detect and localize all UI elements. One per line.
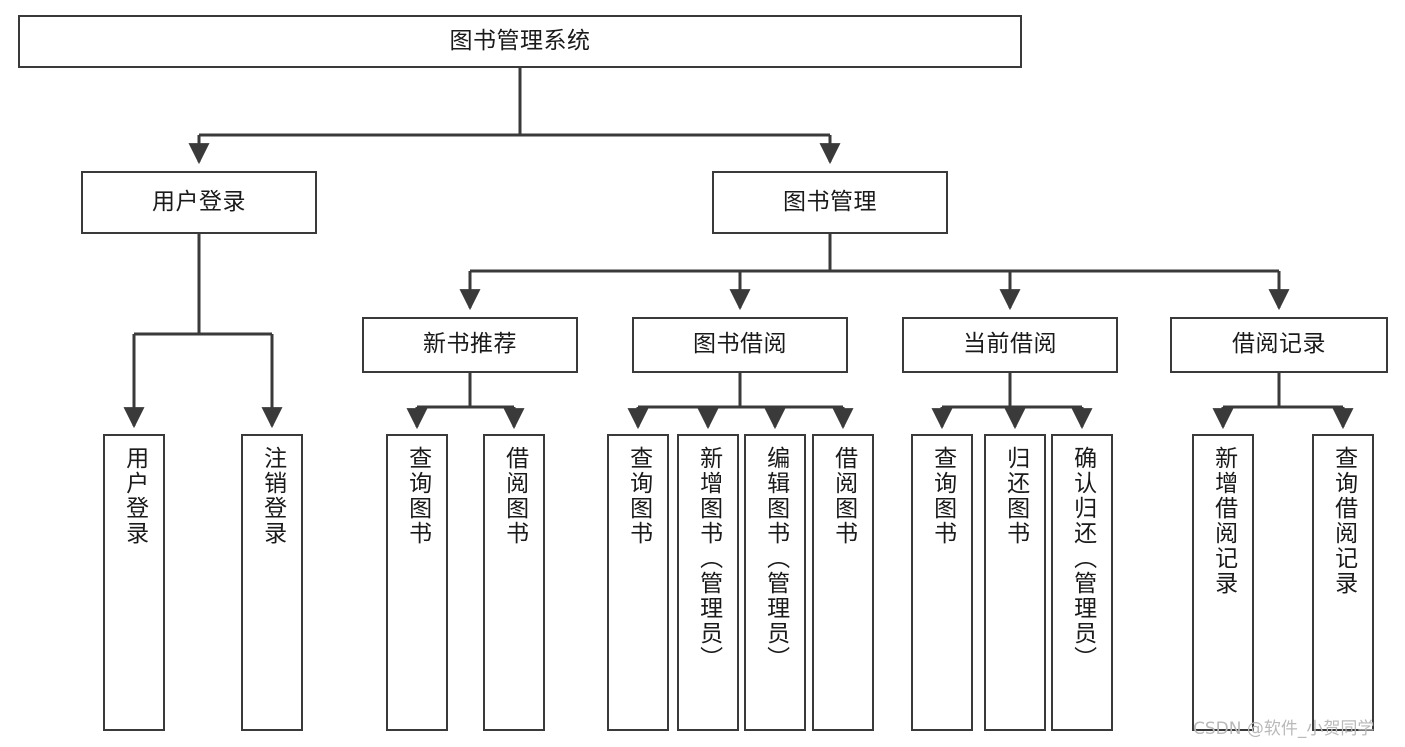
leaf-confirm-return-admin-label: 确认归还（管理员） (1069, 446, 1096, 671)
leaf-add-borrow-record[interactable]: 新增借阅记录 (1192, 434, 1254, 731)
node-borrow-record[interactable]: 借阅记录 (1170, 317, 1388, 373)
leaf-query-book-current[interactable]: 查询图书 (911, 434, 973, 731)
leaf-borrow-book-recommend[interactable]: 借阅图书 (483, 434, 545, 731)
node-current-borrow-label: 当前借阅 (963, 331, 1057, 358)
node-user-login-label: 用户登录 (152, 188, 246, 215)
leaf-user-login-label: 用户登录 (121, 446, 148, 546)
node-new-book-recommend[interactable]: 新书推荐 (362, 317, 578, 373)
watermark-text: CSDN @软件_小贺同学 (1193, 719, 1375, 739)
node-new-book-recommend-label: 新书推荐 (423, 331, 517, 358)
node-book-borrow[interactable]: 图书借阅 (632, 317, 848, 373)
leaf-query-book-current-label: 查询图书 (929, 446, 956, 546)
leaf-query-book-recommend[interactable]: 查询图书 (386, 434, 448, 731)
leaf-logout-login-label: 注销登录 (259, 446, 286, 546)
leaf-query-book-borrow[interactable]: 查询图书 (607, 434, 669, 731)
leaf-return-book[interactable]: 归还图书 (984, 434, 1046, 731)
leaf-edit-book-admin-label: 编辑图书（管理员） (762, 446, 789, 671)
leaf-query-book-recommend-label: 查询图书 (404, 446, 431, 546)
leaf-return-book-label: 归还图书 (1002, 446, 1029, 546)
leaf-query-borrow-record[interactable]: 查询借阅记录 (1312, 434, 1374, 731)
leaf-logout-login[interactable]: 注销登录 (241, 434, 303, 731)
leaf-borrow-book-label: 借阅图书 (830, 446, 857, 546)
leaf-edit-book-admin[interactable]: 编辑图书（管理员） (744, 434, 806, 731)
node-root[interactable]: 图书管理系统 (18, 15, 1022, 68)
leaf-query-book-borrow-label: 查询图书 (625, 446, 652, 546)
leaf-borrow-book[interactable]: 借阅图书 (812, 434, 874, 731)
leaf-add-book-admin-label: 新增图书（管理员） (695, 446, 722, 671)
node-current-borrow[interactable]: 当前借阅 (902, 317, 1118, 373)
node-book-borrow-label: 图书借阅 (693, 331, 787, 358)
leaf-add-book-admin[interactable]: 新增图书（管理员） (677, 434, 739, 731)
leaf-borrow-book-recommend-label: 借阅图书 (501, 446, 528, 546)
node-borrow-record-label: 借阅记录 (1232, 331, 1326, 358)
leaf-user-login[interactable]: 用户登录 (103, 434, 165, 731)
node-book-manage-label: 图书管理 (783, 188, 877, 215)
leaf-confirm-return-admin[interactable]: 确认归还（管理员） (1051, 434, 1113, 731)
node-root-label: 图书管理系统 (449, 27, 591, 54)
leaf-add-borrow-record-label: 新增借阅记录 (1210, 446, 1237, 596)
node-user-login[interactable]: 用户登录 (81, 171, 317, 234)
leaf-query-borrow-record-label: 查询借阅记录 (1330, 446, 1357, 596)
node-book-manage[interactable]: 图书管理 (712, 171, 948, 234)
